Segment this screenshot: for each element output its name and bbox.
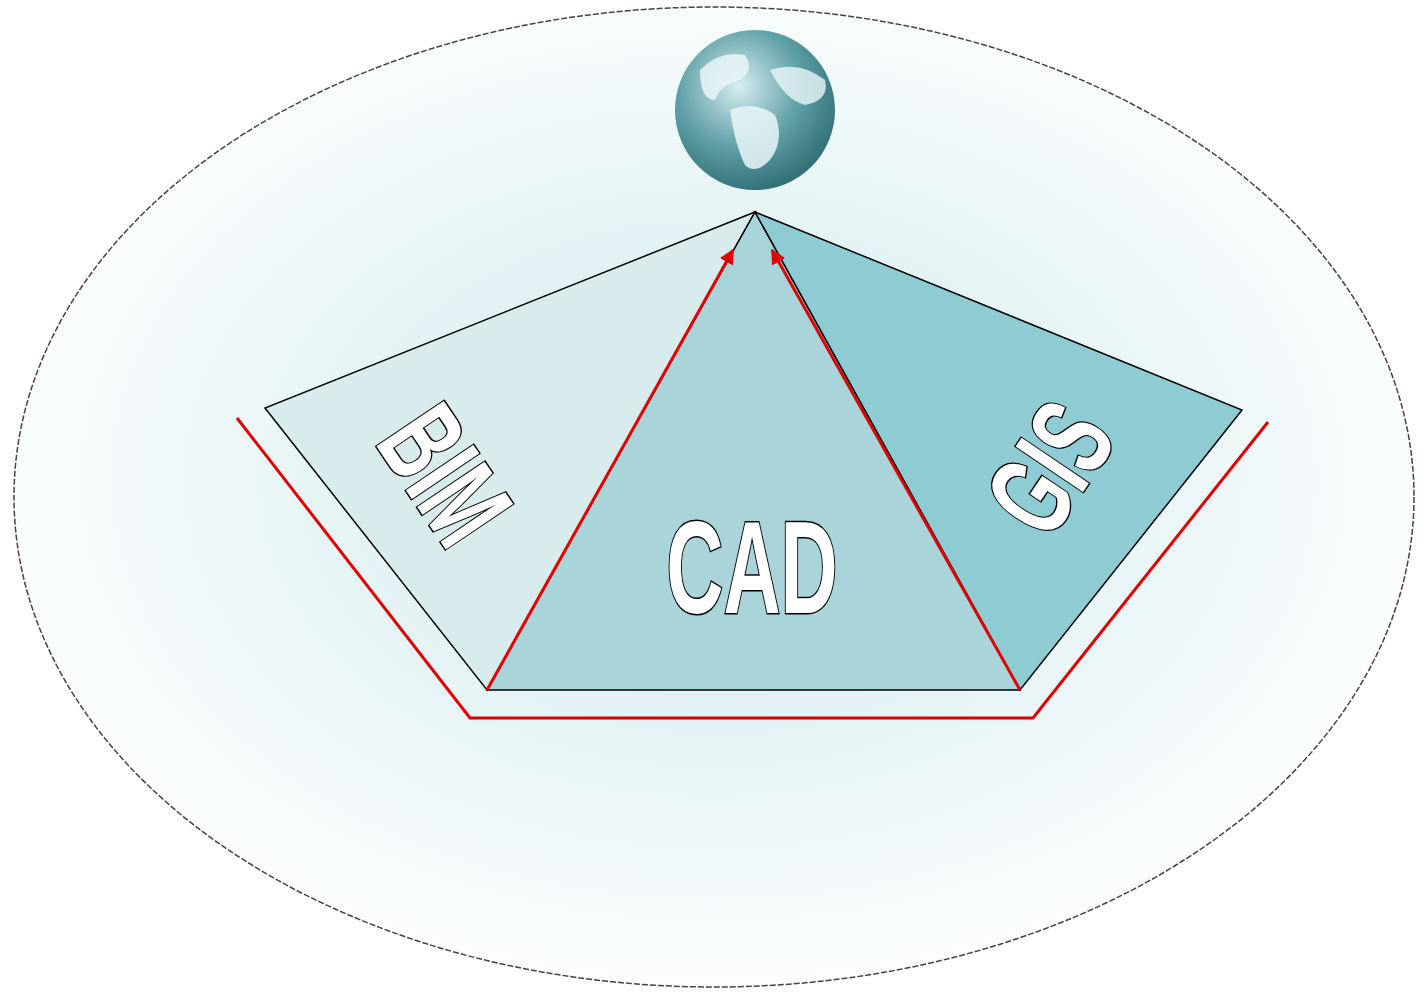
background-ellipse [14, 7, 1414, 987]
red-arrow [487, 250, 733, 690]
globe-icon [675, 30, 835, 190]
panel-label: CAD [666, 502, 838, 634]
base-bracket [237, 418, 1268, 718]
red-arrow [772, 250, 1020, 690]
